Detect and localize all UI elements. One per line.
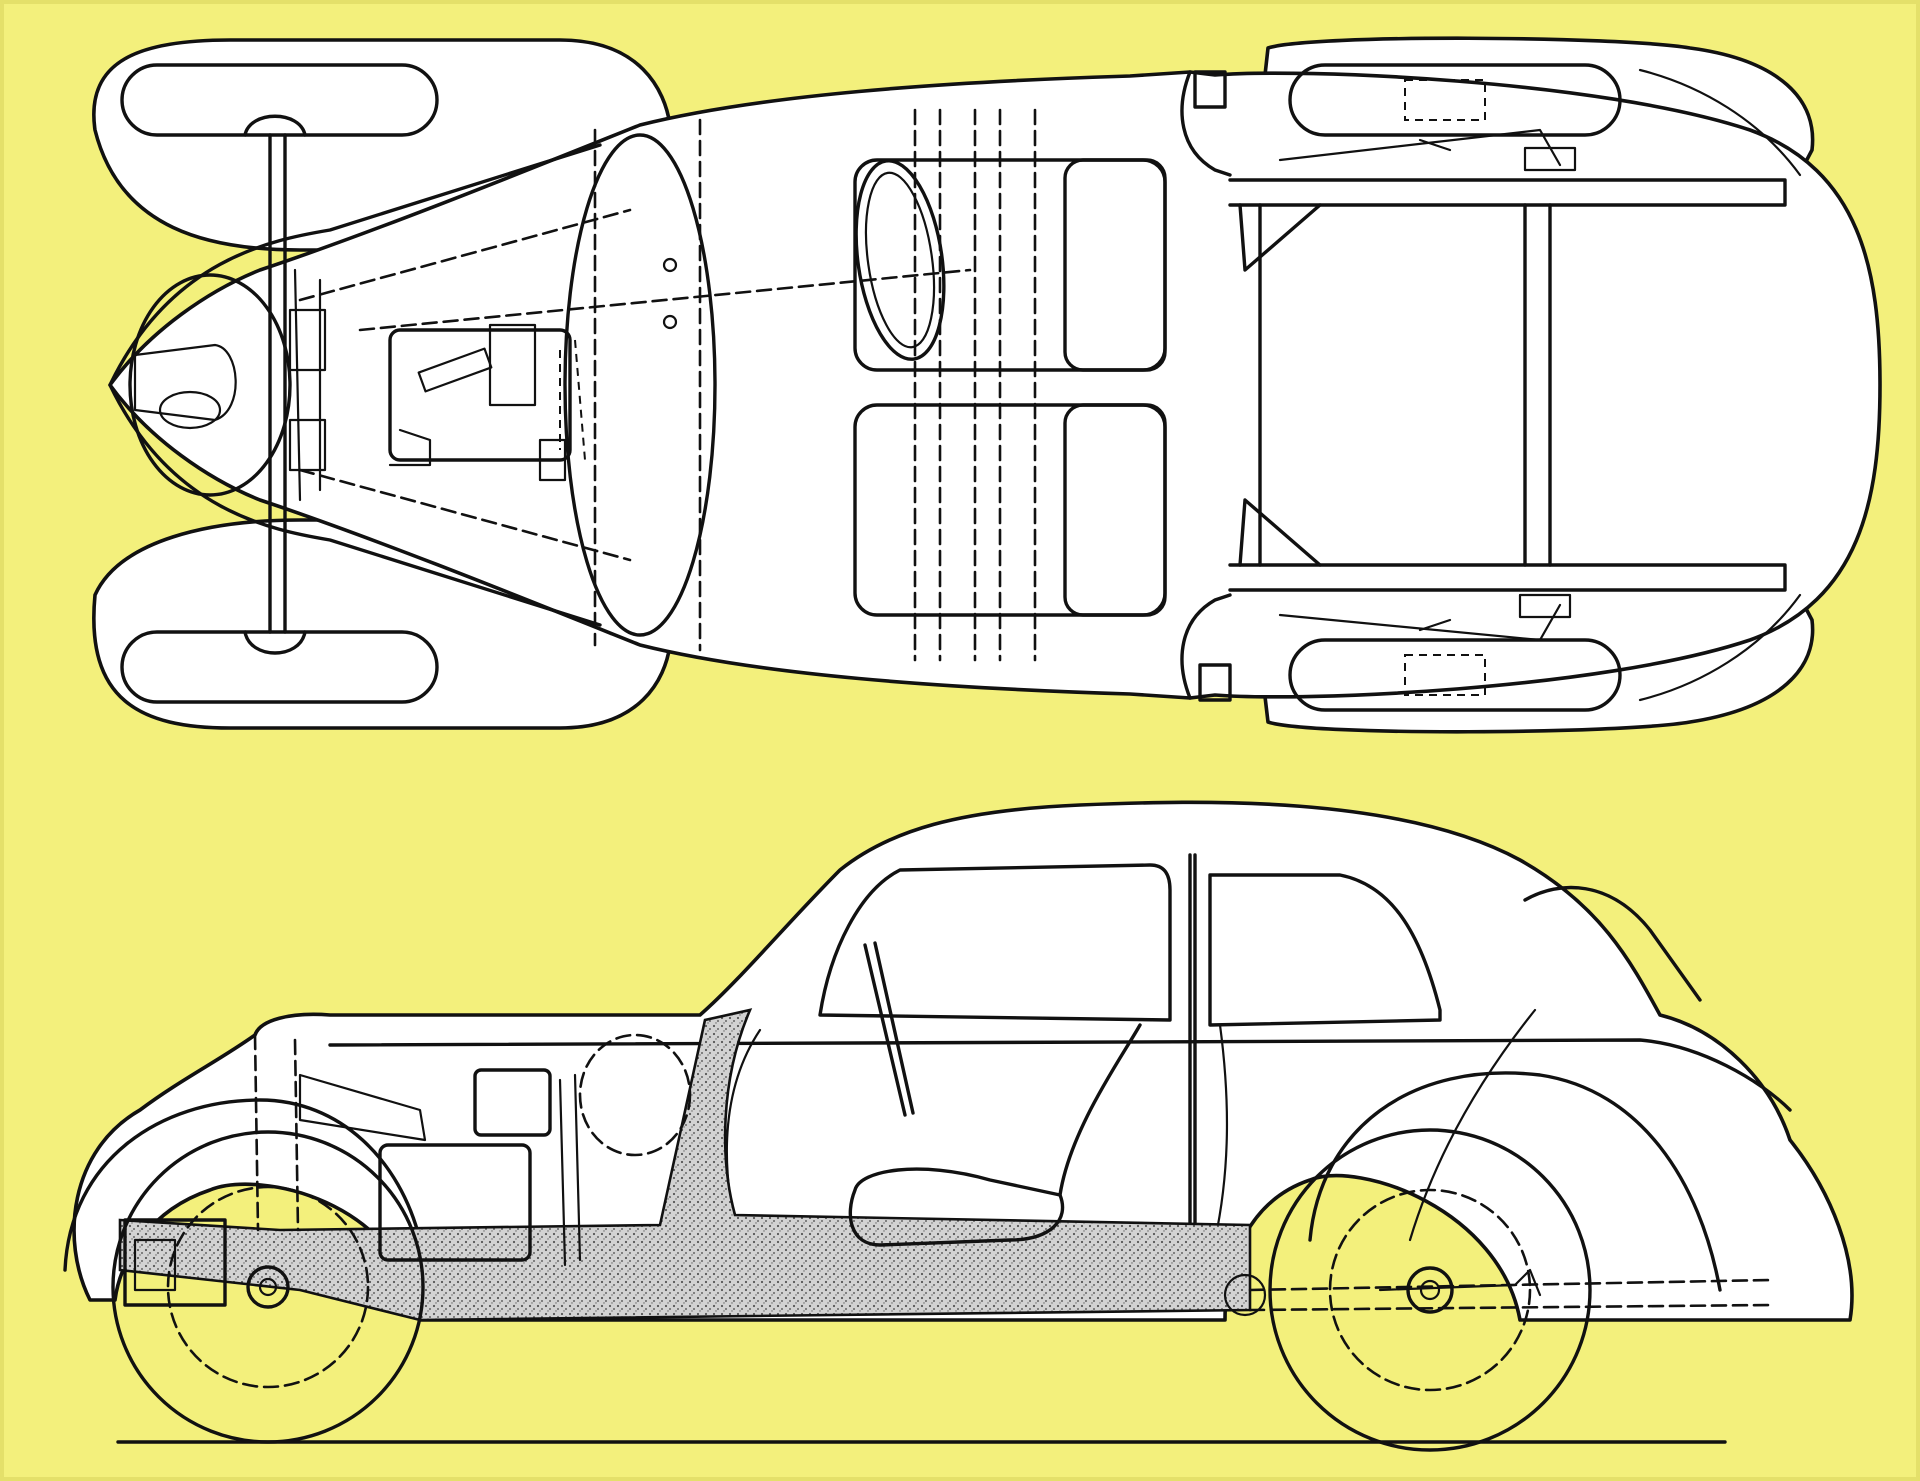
front-wheel — [111, 1130, 425, 1444]
side-seat — [848, 1167, 1065, 1247]
rear-left-hub-detail — [1404, 79, 1486, 121]
rear-tail-curve — [1523, 885, 1702, 1002]
door-lock-bottom — [1198, 663, 1232, 702]
side-engine-head — [473, 1068, 552, 1137]
front-suspension-block — [288, 308, 327, 372]
front-axle — [268, 133, 287, 634]
side-radiator — [123, 1218, 227, 1307]
spare-wheel-inner — [864, 171, 936, 349]
rear-frame-strut-top — [1238, 203, 1322, 272]
side-radiator-block — [133, 1238, 177, 1292]
side-body-outline — [72, 800, 1854, 1322]
engine-steering-column — [293, 268, 322, 502]
tunnel-line — [358, 268, 972, 332]
side-view — [63, 800, 1854, 1452]
window-pillar — [1188, 853, 1197, 1237]
rear-seat-back — [1063, 403, 1167, 617]
front-fender-curve — [63, 1098, 422, 1272]
door-lock-top — [1193, 70, 1227, 109]
side-engine-pipes — [298, 1073, 427, 1142]
plan-view — [92, 36, 1882, 734]
engine-carb — [417, 347, 493, 393]
floor-bars — [913, 108, 1037, 662]
side-seat-back — [1058, 1023, 1142, 1197]
rear-bulkhead-bottom — [1180, 593, 1232, 700]
side-engine-exhaust — [558, 1073, 582, 1267]
rear-frame-strut-bottom — [1238, 498, 1322, 567]
engine-block — [388, 328, 572, 462]
rear-spring-eye — [1223, 1273, 1267, 1317]
rear-frame-bottom-rail — [1228, 563, 1787, 592]
rear-frame-inner — [1258, 203, 1552, 567]
rear-right-wheel — [1288, 638, 1622, 712]
steering-column — [863, 941, 915, 1117]
rear-left-arm — [1278, 128, 1562, 167]
rear-wheel-rim — [1328, 1188, 1532, 1392]
front-window — [818, 863, 1172, 1022]
side-engine — [378, 1143, 532, 1262]
gauge-1 — [662, 257, 678, 273]
rear-axle-line — [1248, 1278, 1772, 1312]
front-hub-bottom — [243, 630, 307, 655]
firewall — [593, 118, 702, 652]
front-right-wheel — [120, 630, 439, 704]
front-wheel-hub-inner — [258, 1277, 278, 1297]
body-top-outline — [108, 70, 1882, 700]
rear-left-wheel — [1288, 63, 1622, 137]
rear-left-damper — [1523, 146, 1577, 172]
door-line-rear — [1213, 1023, 1229, 1242]
door-beltline — [328, 1038, 1792, 1112]
front-suspension-block-2 — [288, 418, 327, 472]
front-ring — [128, 273, 292, 497]
side-fuel-tank — [578, 1033, 692, 1157]
front-gear-hub — [158, 390, 222, 430]
engine-cylinders — [559, 339, 586, 461]
rear-right-hub-detail — [1404, 654, 1486, 696]
cowl-outline — [563, 133, 717, 637]
rear-window — [1208, 873, 1442, 1027]
front-wheel-hub — [246, 1265, 290, 1309]
front-seat-back — [1063, 158, 1167, 372]
rear-wheel-hub-inner — [1419, 1279, 1441, 1301]
rear-right-damper — [1518, 593, 1572, 619]
front-wheel-rim — [166, 1185, 370, 1389]
rear-frame-top-rail — [1228, 178, 1787, 207]
front-left-wheel — [120, 63, 439, 137]
rear-fender-curve — [1308, 1071, 1722, 1292]
front-hub-top — [243, 114, 307, 137]
rear-bulkhead-top — [1180, 70, 1232, 177]
hood-dashed-edge — [298, 208, 632, 562]
engine-manifold — [388, 428, 567, 482]
side-front-spring — [253, 1033, 300, 1232]
gauge-2 — [662, 314, 678, 330]
rear-inner-curve — [1408, 1008, 1537, 1242]
rear-tail-line — [1638, 68, 1802, 702]
